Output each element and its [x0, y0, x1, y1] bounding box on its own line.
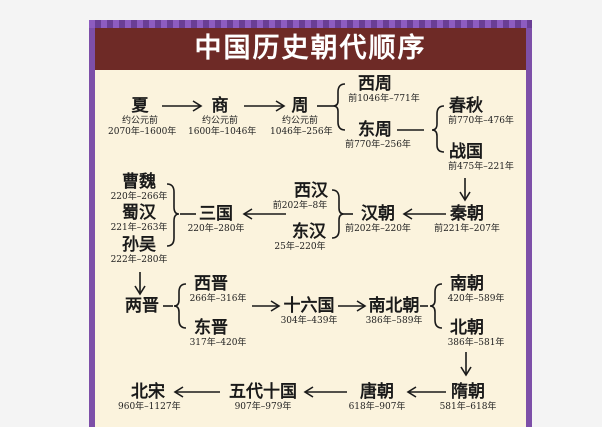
dynasty-years: 前202年–8年: [272, 201, 328, 211]
dynasty-name: 十六国: [283, 296, 335, 316]
dynasty-name: 东周: [358, 120, 392, 140]
node-xihan: 西汉 前202年–8年: [264, 181, 336, 212]
dynasty-years: 221年–263年: [110, 223, 168, 233]
node-zhanguo: 战国 前475年–221年: [443, 142, 519, 173]
dynasty-name: 两晋: [125, 296, 159, 316]
node-tang: 唐朝 618年–907年: [345, 382, 409, 413]
node-xizhou: 西周 前1046年–771年: [344, 74, 424, 105]
node-zhou: 周 约公元前 1046年–256年: [270, 96, 333, 138]
node-dongzhou: 东周 前770年–256年: [344, 120, 412, 151]
dynasty-years: 266年–316年: [189, 294, 247, 304]
dynasty-years: 960年–1127年: [118, 402, 181, 412]
node-sui: 隋朝 581年–618年: [436, 382, 500, 413]
dynasty-name: 蜀汉: [122, 203, 156, 223]
brace-sanguo: [166, 183, 180, 247]
dynasty-name: 曹魏: [122, 172, 156, 192]
dynasty-name: 西周: [358, 74, 392, 94]
node-sunwu: 孙吴 222年–280年: [106, 235, 172, 266]
dynasty-name: 北宋: [131, 382, 165, 402]
dynasty-name: 北朝: [450, 318, 484, 338]
node-caowei: 曹魏 220年–266年: [106, 172, 172, 203]
dynasty-years: 317年–420年: [189, 338, 247, 348]
node-xia: 夏 约公元前 2070年–1600年: [108, 96, 177, 138]
dynasty-years: 前475年–221年: [448, 162, 514, 172]
dynasty-years: 386年–589年: [365, 316, 423, 326]
node-han: 汉朝 前202年–220年: [345, 204, 411, 235]
node-nanchao: 南朝 420年–589年: [440, 274, 512, 305]
dynasty-name: 周: [291, 96, 309, 116]
node-nanbeichao: 南北朝 386年–589年: [364, 296, 424, 327]
dynasty-name: 隋朝: [451, 382, 485, 402]
dynasty-years: 1600年–1046年: [188, 127, 257, 137]
dynasty-name: 孙吴: [122, 235, 156, 255]
dynasty-name: 夏: [131, 96, 149, 116]
diagram-panel: [95, 70, 526, 427]
node-sanguo: 三国 220年–280年: [184, 204, 248, 235]
dynasty-years: 222年–280年: [110, 255, 168, 265]
dynasty-name: 南朝: [450, 274, 484, 294]
dynasty-name: 三国: [199, 204, 233, 224]
node-chunqiu: 春秋 前770年–476年: [443, 96, 519, 127]
dynasty-name: 唐朝: [360, 382, 394, 402]
dynasty-name: 汉朝: [361, 204, 395, 224]
node-wudai: 五代十国 907年–979年: [222, 382, 304, 413]
brace-nanbeichao: [429, 283, 443, 329]
dynasty-years: 386年–581年: [447, 338, 505, 348]
dynasty-years: 前202年–220年: [345, 224, 411, 234]
dynasty-note: 约公元前: [121, 116, 158, 126]
poster-frame-border: [89, 20, 532, 28]
dynasty-years: 618年–907年: [348, 402, 406, 412]
node-beisong: 北宋 960年–1127年: [118, 382, 181, 413]
dynasty-note: 约公元前: [201, 116, 238, 126]
dynasty-years: 2070年–1600年: [108, 127, 177, 137]
brace-dongzhou: [431, 105, 445, 153]
dynasty-name: 商: [211, 96, 229, 116]
dynasty-name: 南北朝: [368, 296, 420, 316]
dynasty-years: 前221年–207年: [434, 224, 500, 234]
dynasty-years: 前770年–476年: [448, 116, 514, 126]
dynasty-years: 1046年–256年: [270, 127, 333, 137]
dynasty-years: 420年–589年: [447, 294, 505, 304]
node-beichao: 北朝 386年–581年: [440, 318, 512, 349]
dynasty-years: 220年–266年: [110, 192, 168, 202]
node-donghan: 东汉 25年–220年: [268, 222, 332, 253]
node-shang: 商 约公元前 1600年–1046年: [188, 96, 257, 138]
node-liangjin: 两晋: [118, 296, 166, 316]
brace-zhou: [332, 83, 346, 131]
node-shuhan: 蜀汉 221年–263年: [106, 203, 172, 234]
dynasty-years: 25年–220年: [274, 242, 326, 252]
node-qin: 秦朝 前221年–207年: [432, 204, 502, 235]
node-shiliuguo: 十六国 304年–439年: [278, 296, 340, 327]
node-dongjin: 东晋 317年–420年: [186, 318, 250, 349]
dynasty-name: 春秋: [449, 96, 483, 116]
dynasty-name: 东汉: [292, 222, 326, 242]
dynasty-years: 907年–979年: [234, 402, 292, 412]
dynasty-note: 约公元前: [281, 116, 318, 126]
dynasty-name: 西汉: [294, 181, 328, 201]
dynasty-name: 西晋: [194, 274, 228, 294]
dynasty-name: 战国: [449, 142, 483, 162]
brace-liangjin: [173, 283, 187, 329]
page-title: 中国历史朝代顺序: [95, 28, 526, 70]
dynasty-years: 前770年–256年: [345, 140, 411, 150]
dynasty-years: 304年–439年: [280, 316, 338, 326]
dynasty-name: 东晋: [194, 318, 228, 338]
dynasty-years: 220年–280年: [187, 224, 245, 234]
dynasty-name: 五代十国: [229, 382, 297, 402]
dynasty-years: 581年–618年: [439, 402, 497, 412]
dynasty-years: 前1046年–771年: [348, 94, 420, 104]
node-xijin: 西晋 266年–316年: [186, 274, 250, 305]
dynasty-name: 秦朝: [450, 204, 484, 224]
